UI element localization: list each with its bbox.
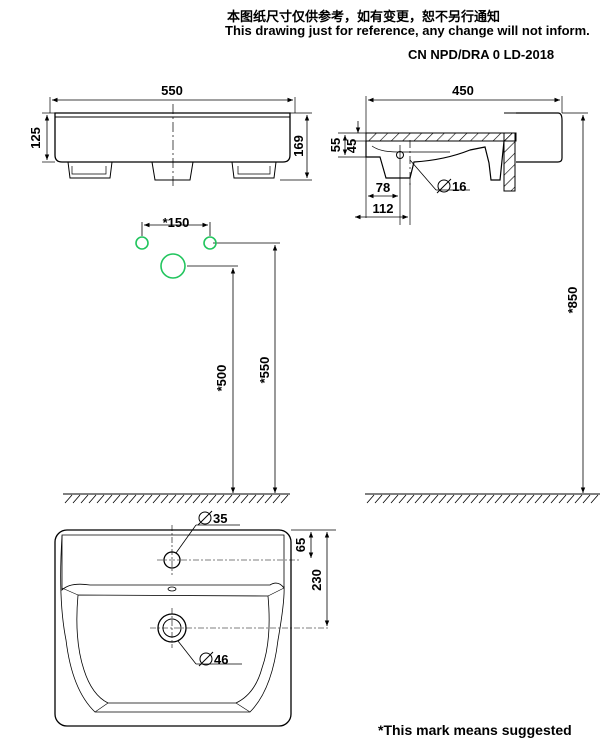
tap-offset-label: 65	[293, 538, 308, 552]
overflow-diameter-label: 16	[452, 179, 466, 194]
front-basin-height-label: 125	[28, 127, 43, 149]
footnote: *This mark means suggested	[378, 722, 572, 738]
drawing-code: CN NPD/DRA 0 LD-2018	[408, 47, 555, 62]
side-dim-78-label: 78	[376, 180, 390, 195]
notice-chinese: 本图纸尺寸仅供参考，如有变更，恕不另行通知	[227, 10, 501, 25]
drain-point-marker	[160, 253, 186, 279]
front-view	[42, 97, 312, 186]
side-depth-label: 450	[452, 83, 474, 98]
side-dim-112-label: 112	[373, 201, 394, 216]
tap-point-right-marker	[203, 236, 217, 250]
front-width-label: 550	[161, 83, 183, 98]
notice-english: This drawing just for reference, any cha…	[225, 23, 590, 38]
tap-point-left-marker	[135, 236, 149, 250]
installation-points	[141, 222, 280, 493]
tap-height-label: *550	[257, 357, 272, 384]
drain-diameter-label: 46	[214, 652, 228, 667]
mount-height-label: *850	[565, 287, 580, 314]
drain-height-label: *500	[214, 365, 229, 392]
front-total-height-label: 169	[291, 135, 306, 157]
floor-line-left	[63, 493, 290, 504]
tap-spacing-label: *150	[163, 215, 190, 230]
diameter-symbol-icon	[198, 651, 214, 667]
floor-line-right	[365, 493, 600, 504]
plan-view	[54, 524, 336, 727]
tap-hole-diameter-label: 35	[213, 511, 227, 526]
diameter-symbol-icon	[197, 510, 213, 526]
side-dim-45-label: 45	[344, 139, 359, 153]
side-top-thickness-label: 55	[328, 138, 343, 152]
side-view	[338, 96, 588, 493]
diameter-symbol-icon	[436, 178, 452, 194]
drain-offset-label: 230	[309, 569, 324, 591]
